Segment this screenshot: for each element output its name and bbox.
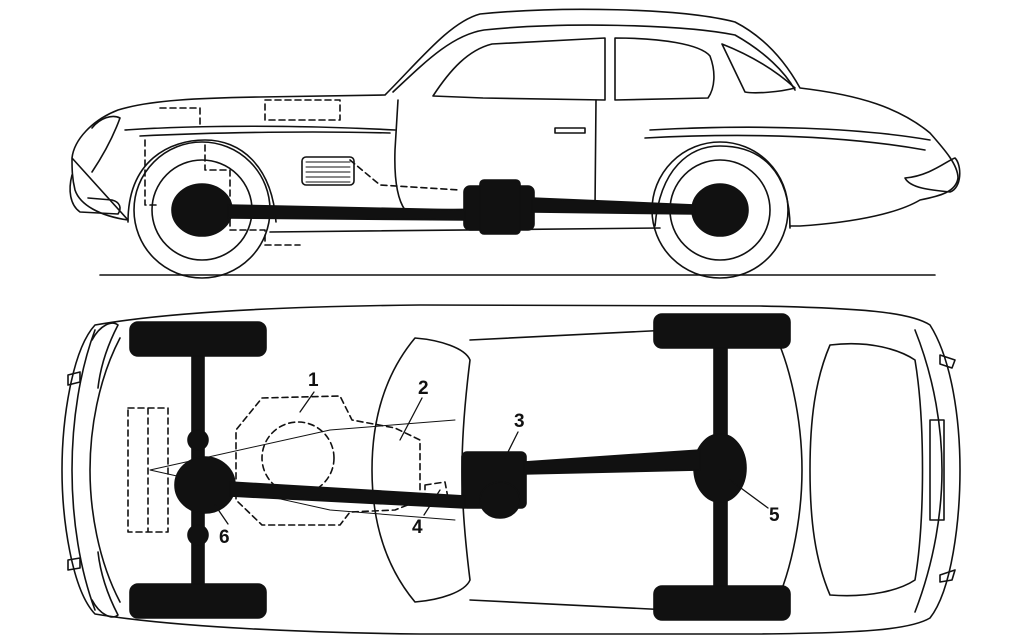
leader-4 [423, 489, 441, 516]
side-engine-dashed [144, 99, 461, 246]
side-beltline [124, 125, 931, 141]
rear-hub [691, 183, 749, 237]
front-hub [171, 183, 233, 237]
top-windscreen [371, 337, 471, 603]
leader-3 [504, 431, 519, 459]
top-rear-shaft [523, 449, 701, 475]
rear-wheel-arch [654, 145, 791, 229]
top-front-diff [174, 456, 236, 514]
top-engine-circle [261, 421, 335, 495]
top-front-left-tyre [129, 321, 267, 357]
callout-4: 4 [412, 517, 423, 538]
top-rear-diff [693, 433, 747, 503]
callout-5: 5 [769, 505, 780, 526]
leader-6 [214, 504, 229, 525]
headlamp [91, 115, 121, 173]
callout-2: 2 [418, 378, 429, 399]
top-body-outline [61, 304, 961, 635]
rear-bumper [904, 157, 961, 193]
callout-3: 3 [514, 411, 525, 432]
top-front-shaft [229, 481, 466, 509]
side-rear-shaft [531, 197, 696, 215]
side-windows [432, 37, 796, 101]
side-front-shaft [227, 204, 466, 221]
leader-2 [399, 397, 423, 441]
top-view [61, 304, 961, 635]
side-view [69, 8, 961, 279]
callout-1: 1 [308, 370, 319, 391]
side-vent-grille [301, 156, 355, 186]
top-headlamp-left [91, 322, 119, 389]
top-rear-window [809, 342, 924, 597]
front-bumper [69, 174, 121, 215]
leader-1 [299, 391, 315, 413]
top-rear-right-tyre [653, 585, 791, 621]
top-front-right-tyre [129, 583, 267, 619]
door-handle [554, 127, 586, 134]
side-body-outline [71, 8, 959, 233]
top-rear-left-tyre [653, 313, 791, 349]
top-engine-dashed [127, 395, 449, 533]
leader-5 [729, 479, 769, 509]
callout-6: 6 [219, 527, 230, 548]
top-headlamp-right [91, 551, 119, 618]
top-number-plate-rear [929, 419, 945, 521]
front-wheel-arch [127, 139, 277, 223]
side-roofline [392, 24, 796, 93]
top-tail [914, 329, 943, 613]
top-nose [71, 329, 96, 611]
top-roof [469, 324, 803, 616]
